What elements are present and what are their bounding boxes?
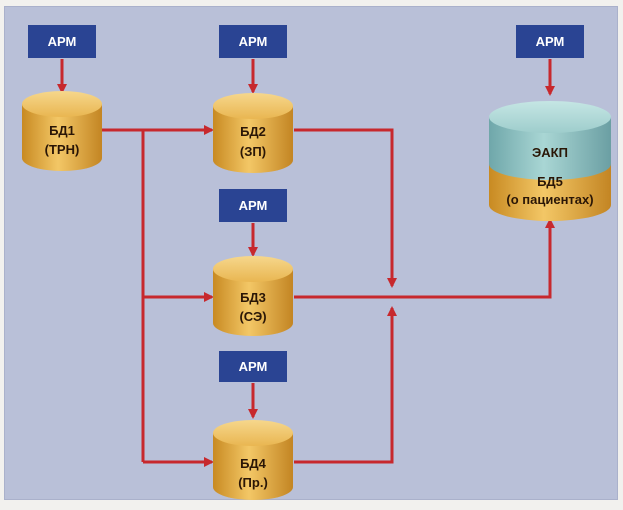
db5-name: БД5 [537, 174, 563, 189]
arm-box-3: АРМ [219, 189, 287, 222]
arrow-db4-junction [294, 306, 397, 464]
db3-name: БД3 [240, 290, 266, 305]
svg-text:АРМ: АРМ [239, 198, 268, 213]
db5-sub: (о пациентах) [506, 192, 593, 207]
arm-box-4: АРМ [219, 351, 287, 382]
db1-cylinder: БД1 (ТРН) [22, 91, 102, 171]
db5-cylinder: ЭАКП БД5 (о пациентах) [489, 101, 611, 221]
arm-box-5: АРМ [516, 25, 584, 58]
arrow-db3-db5 [294, 218, 555, 299]
db4-cylinder: БД4 (Пр.) [213, 420, 293, 500]
diagram-background [4, 6, 618, 500]
svg-text:АРМ: АРМ [239, 34, 268, 49]
db2-sub: (ЗП) [240, 144, 266, 159]
db4-name: БД4 [240, 456, 267, 471]
arm-box-1: АРМ [28, 25, 96, 58]
arrow-db2-junction [294, 128, 397, 288]
arm-box-2: АРМ [219, 25, 287, 58]
db2-name: БД2 [240, 124, 266, 139]
db4-sub: (Пр.) [238, 475, 268, 490]
db1-name: БД1 [49, 123, 75, 138]
db2-cylinder: БД2 (ЗП) [213, 93, 293, 173]
db1-sub: (ТРН) [45, 142, 80, 157]
db3-cylinder: БД3 (СЭ) [213, 256, 293, 336]
svg-text:АРМ: АРМ [239, 359, 268, 374]
db5-top-label: ЭАКП [532, 145, 568, 160]
db3-sub: (СЭ) [239, 309, 266, 324]
svg-text:АРМ: АРМ [48, 34, 77, 49]
svg-text:АРМ: АРМ [536, 34, 565, 49]
